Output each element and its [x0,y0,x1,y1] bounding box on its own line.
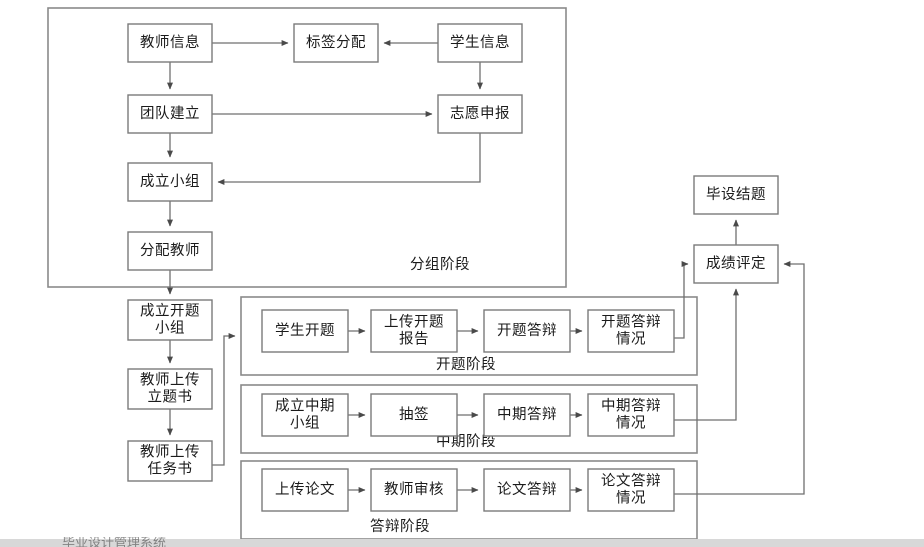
connector-thesis-result-to-grade [674,261,805,495]
node-label-midterm-defense-result: 情况 [616,415,646,432]
node-tag-allocation[interactable]: 标签分配 [293,23,379,63]
phase-label-proposal: 开题阶段 [436,356,496,373]
node-box-upload-proposal-report[interactable] [370,309,458,353]
phase-label-grouping: 分组阶段 [410,256,470,273]
node-label-volunteer-apply: 志愿申报 [450,105,510,122]
node-graduation-conclusion[interactable]: 毕设结题 [693,175,779,215]
phase-container-grouping [47,7,567,288]
node-box-teacher-upload-topic[interactable] [127,368,213,410]
node-label-form-group: 成立小组 [140,173,200,190]
node-box-teacher-info[interactable] [127,23,213,63]
node-label-thesis-defense-result: 论文答辩 [601,473,661,490]
node-teacher-info[interactable]: 教师信息 [127,23,213,63]
node-box-proposal-defense-result[interactable] [587,309,675,353]
node-label-teacher-info: 教师信息 [140,34,200,51]
node-label-student-proposal: 学生开题 [275,322,335,339]
node-label-upload-proposal-report: 报告 [399,331,429,348]
node-form-group[interactable]: 成立小组 [127,162,213,202]
node-box-proposal-defense[interactable] [483,309,571,353]
phase-container-proposal [240,296,698,376]
node-box-upload-thesis[interactable] [261,468,349,512]
connector-midterm-result-to-grade [674,288,739,421]
node-box-teacher-upload-task[interactable] [127,440,213,482]
node-label-proposal-defense-result: 开题答辩 [601,314,661,331]
phase-label-midterm: 中期阶段 [436,433,496,450]
node-box-form-group[interactable] [127,162,213,202]
node-teacher-review[interactable]: 教师审核 [370,468,458,512]
node-box-form-midterm-group[interactable] [261,393,349,437]
node-label-form-midterm-group: 成立中期 [275,398,335,415]
node-box-assign-teacher[interactable] [127,231,213,271]
node-label-form-midterm-group: 小组 [290,415,320,432]
node-label-student-info: 学生信息 [450,34,510,51]
node-student-info[interactable]: 学生信息 [437,23,523,63]
node-label-proposal-defense: 开题答辩 [497,322,557,339]
node-label-teacher-upload-topic: 教师上传 [140,372,200,389]
node-upload-thesis[interactable]: 上传论文 [261,468,349,512]
phase-container-midterm [240,384,698,454]
phase-label-defense: 答辩阶段 [370,518,430,535]
node-draw-lots[interactable]: 抽签 [370,393,458,437]
node-label-upload-proposal-report: 上传开题 [384,314,444,331]
connector-proposal-result-to-grade [674,261,689,339]
node-thesis-defense[interactable]: 论文答辩 [483,468,571,512]
node-box-midterm-defense-result[interactable] [587,393,675,437]
node-label-form-proposal-group: 成立开题 [140,303,200,320]
node-assign-teacher[interactable]: 分配教师 [127,231,213,271]
node-label-tag-allocation: 标签分配 [306,34,366,51]
node-box-draw-lots[interactable] [370,393,458,437]
node-box-form-proposal-group[interactable] [127,299,213,341]
node-label-form-proposal-group: 小组 [155,320,185,337]
node-proposal-defense[interactable]: 开题答辩 [483,309,571,353]
node-box-volunteer-apply[interactable] [437,94,523,134]
process-nodes: 教师信息标签分配学生信息团队建立志愿申报成立小组分配教师成立开题小组教师上传立题… [127,23,779,512]
node-label-teacher-upload-topic: 立题书 [148,389,193,406]
node-label-proposal-defense-result: 情况 [616,331,646,348]
connector-upload-task-to-proposal-stage [212,333,236,466]
node-label-midterm-defense-result: 中期答辩 [601,398,661,415]
bottom-strip [0,539,924,547]
node-label-draw-lots: 抽签 [399,406,429,423]
node-volunteer-apply[interactable]: 志愿申报 [437,94,523,134]
node-box-student-info[interactable] [437,23,523,63]
node-box-tag-allocation[interactable] [293,23,379,63]
node-label-midterm-defense: 中期答辩 [497,406,557,423]
node-box-midterm-defense[interactable] [483,393,571,437]
node-label-thesis-defense-result: 情况 [616,490,646,507]
node-team-setup[interactable]: 团队建立 [127,94,213,134]
node-box-thesis-defense[interactable] [483,468,571,512]
node-label-teacher-upload-task: 任务书 [148,461,193,478]
node-label-assign-teacher: 分配教师 [140,242,200,259]
node-label-graduation-conclusion: 毕设结题 [706,186,766,203]
node-label-teacher-review: 教师审核 [384,481,444,498]
node-box-teacher-review[interactable] [370,468,458,512]
node-label-thesis-defense: 论文答辩 [497,481,557,498]
node-box-thesis-defense-result[interactable] [587,468,675,512]
node-student-proposal[interactable]: 学生开题 [261,309,349,353]
node-box-student-proposal[interactable] [261,309,349,353]
connectors [167,40,805,495]
node-label-team-setup: 团队建立 [140,105,200,122]
node-label-teacher-upload-task: 教师上传 [140,444,200,461]
node-grade-evaluation[interactable]: 成绩评定 [693,244,779,284]
node-label-grade-evaluation: 成绩评定 [706,255,766,272]
node-midterm-defense[interactable]: 中期答辩 [483,393,571,437]
node-box-team-setup[interactable] [127,94,213,134]
node-box-graduation-conclusion[interactable] [693,175,779,215]
node-label-upload-thesis: 上传论文 [275,481,335,498]
node-box-grade-evaluation[interactable] [693,244,779,284]
connector-volunteer-to-group [217,133,481,185]
clipped-bottom-caption: 毕业设计管理系统 [62,537,167,547]
